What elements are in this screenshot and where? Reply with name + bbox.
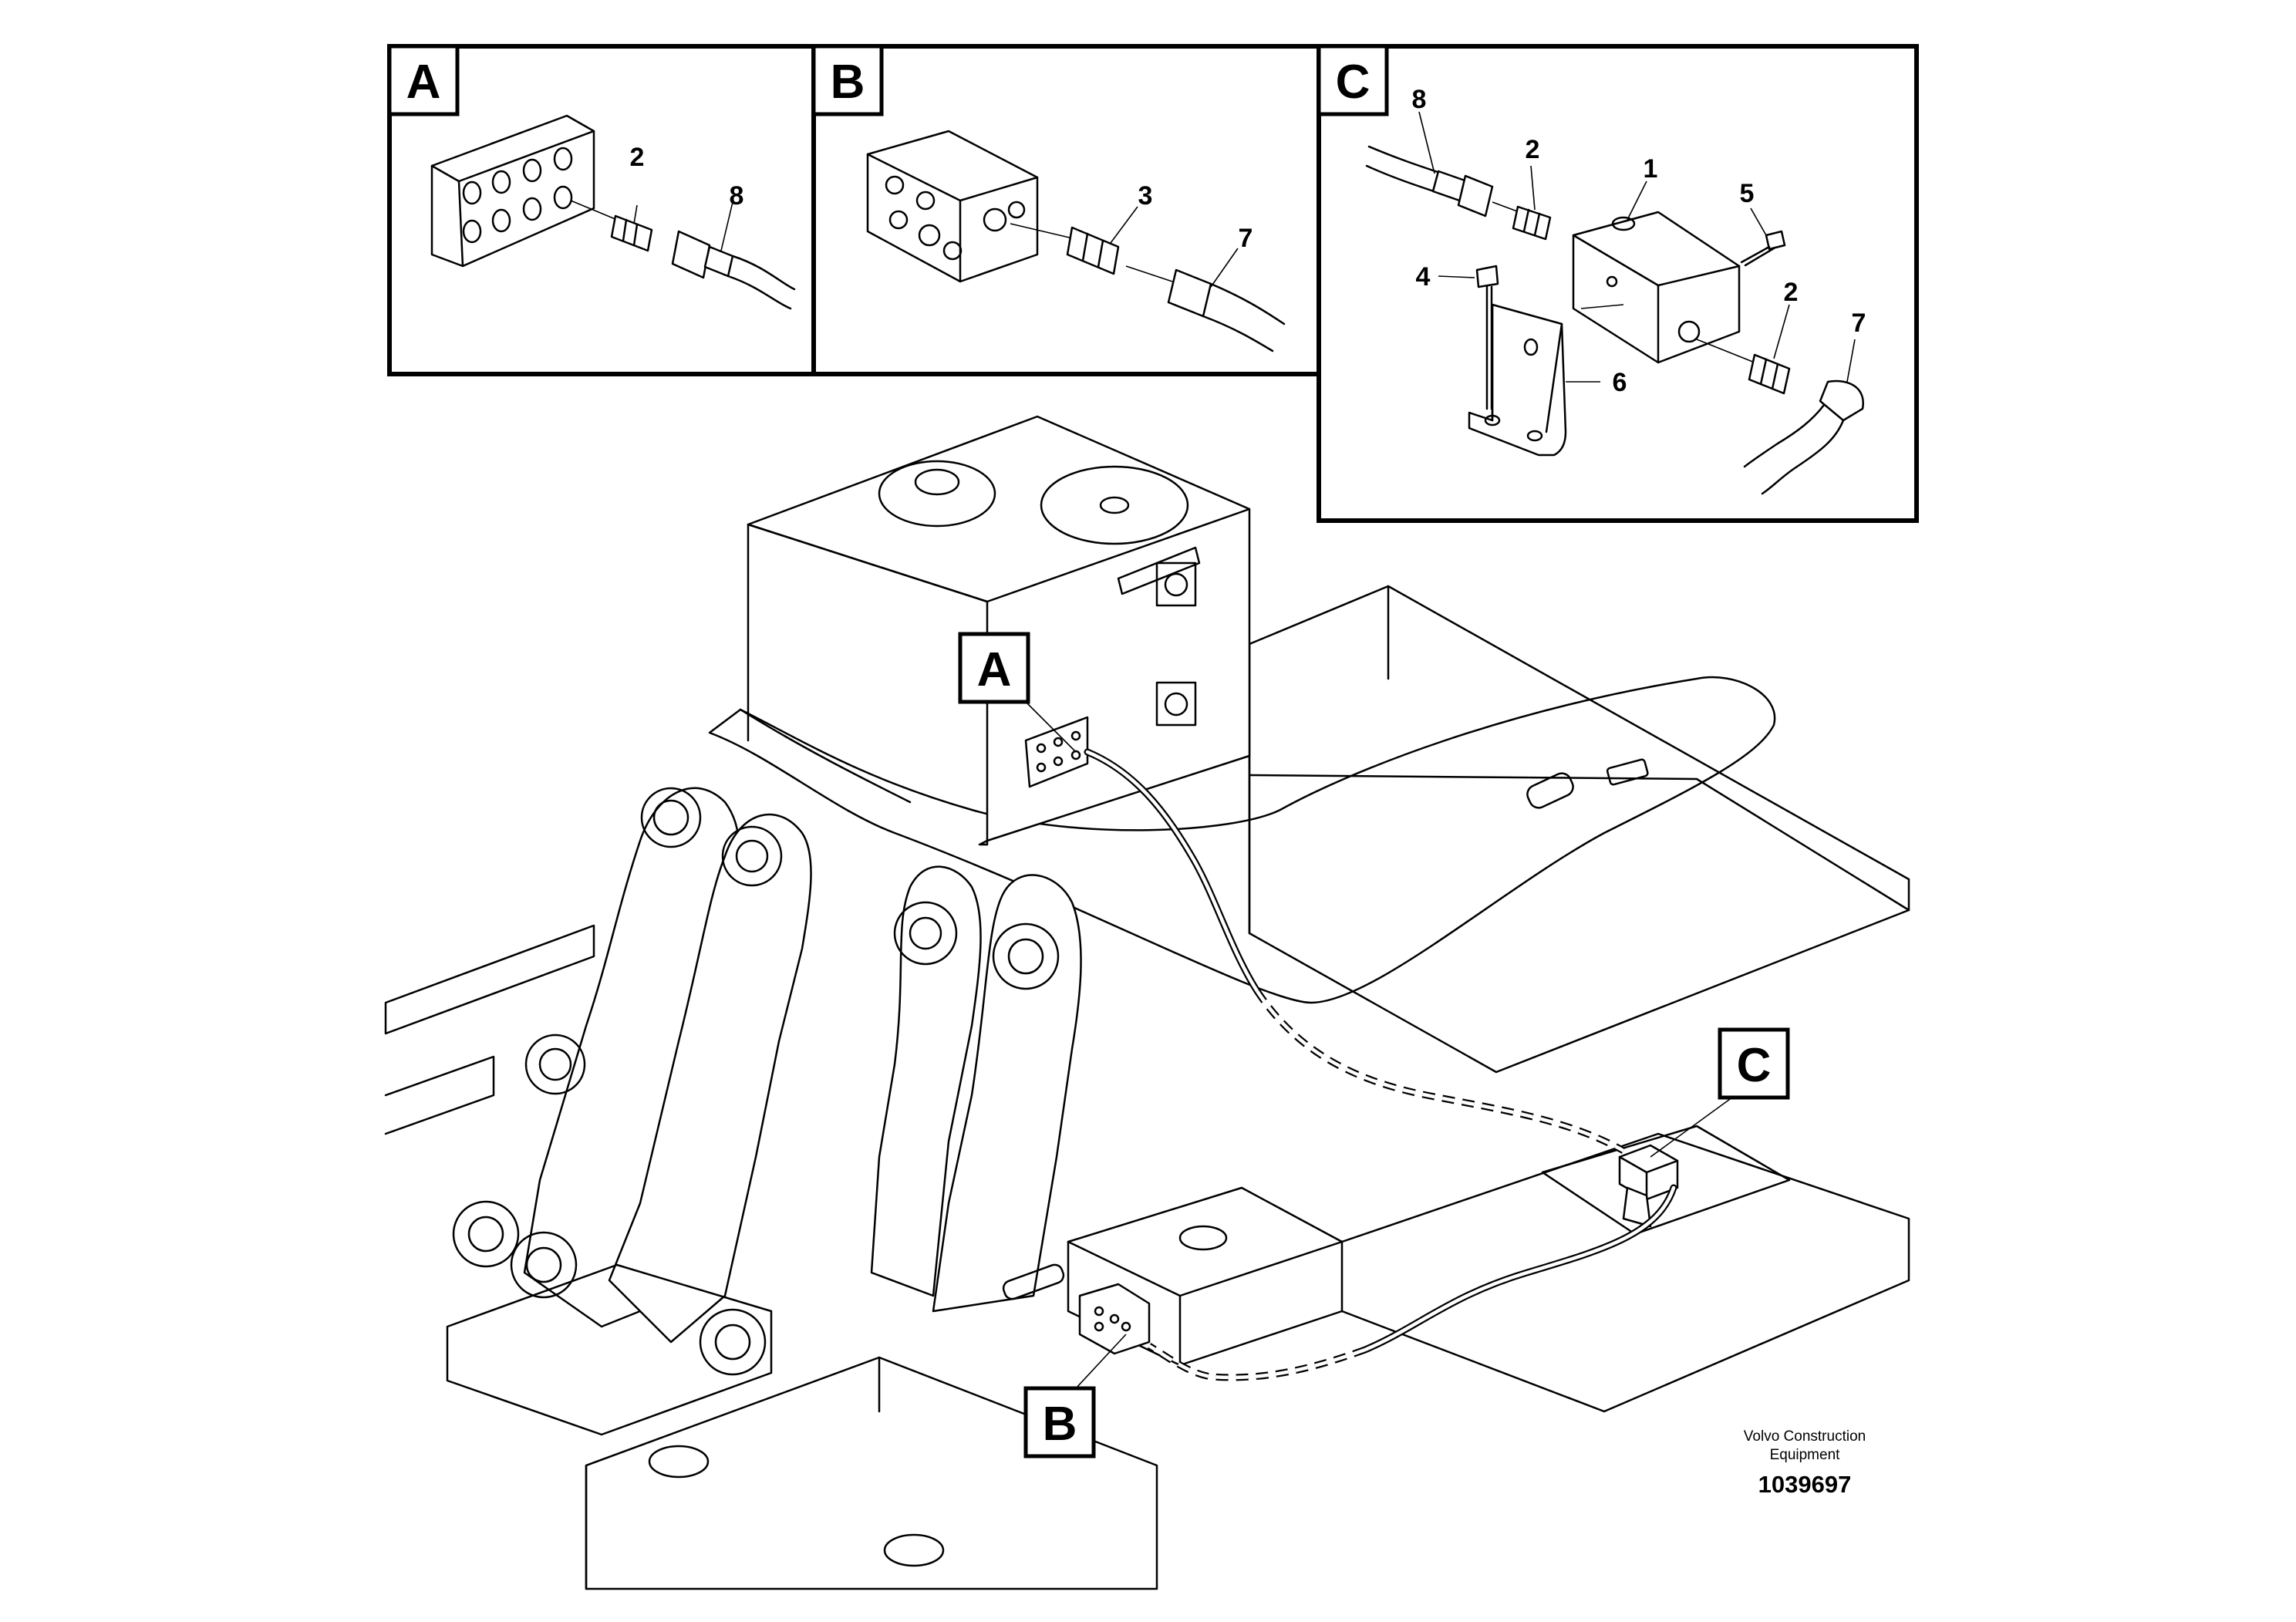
inset-b-adapter	[1066, 226, 1120, 275]
main-callout-b: B	[1023, 1334, 1127, 1458]
inset-b: B 3 7	[811, 44, 1321, 376]
inset-b-callout-7: 7	[1239, 224, 1253, 253]
inset-a-callout-8: 8	[730, 181, 744, 211]
drawing-footer: Volvo Construction Equipment 1039697	[1744, 1428, 1866, 1498]
inset-c-hose-8	[1365, 145, 1494, 218]
inset-c-hose-7	[1743, 379, 1865, 495]
inset-c: C 8 2 1 5	[1317, 44, 1919, 523]
inset-b-hose-fitting	[1167, 268, 1286, 352]
credit-line-1: Volvo Construction	[1744, 1428, 1866, 1445]
inset-a-adapter	[610, 214, 653, 252]
inset-c-callout-2b: 2	[1784, 278, 1799, 307]
inset-a: A 2 8	[387, 44, 816, 376]
inset-c-adapter-left	[1512, 205, 1552, 241]
credit-line-2: Equipment	[1770, 1447, 1841, 1463]
inset-c-callout-4: 4	[1416, 262, 1431, 292]
main-callout-c: C	[1650, 1027, 1790, 1158]
drawing-number: 1039697	[1758, 1471, 1852, 1498]
main-callout-c-letter: C	[1737, 1039, 1772, 1092]
main-callout-b-letter: B	[1043, 1398, 1077, 1451]
inset-a-letter: A	[406, 56, 441, 109]
valve-block-c	[1618, 1144, 1679, 1228]
inset-c-callout-2a: 2	[1526, 135, 1540, 164]
inset-a-port-plate	[430, 114, 595, 268]
inset-c-valve-block	[1572, 211, 1741, 364]
inset-a-callout-2: 2	[630, 143, 645, 172]
main-callout-a: A	[958, 632, 1077, 753]
inset-a-hose-fitting	[671, 230, 796, 310]
inset-c-callout-8: 8	[1412, 85, 1427, 114]
inset-b-callout-3: 3	[1138, 181, 1153, 211]
valve-block-b	[1078, 1283, 1151, 1355]
inset-b-valve-block	[866, 130, 1039, 283]
inset-c-callout-5: 5	[1740, 179, 1755, 208]
inset-c-bolt-5	[1740, 230, 1786, 267]
inset-c-bracket-6	[1468, 303, 1567, 457]
hydraulic-tank	[747, 415, 1251, 846]
inset-b-letter: B	[831, 56, 865, 109]
inset-c-callout-7: 7	[1852, 309, 1866, 338]
inset-c-callout-6: 6	[1613, 368, 1627, 397]
inset-c-callout-1: 1	[1644, 154, 1658, 184]
hose-routing	[1084, 748, 1677, 1381]
machine-frame-assembly	[384, 415, 1910, 1590]
inset-c-adapter-right	[1748, 353, 1791, 395]
main-callout-a-letter: A	[977, 643, 1012, 696]
boom-brackets	[446, 787, 1082, 1436]
inset-c-letter: C	[1336, 56, 1371, 109]
